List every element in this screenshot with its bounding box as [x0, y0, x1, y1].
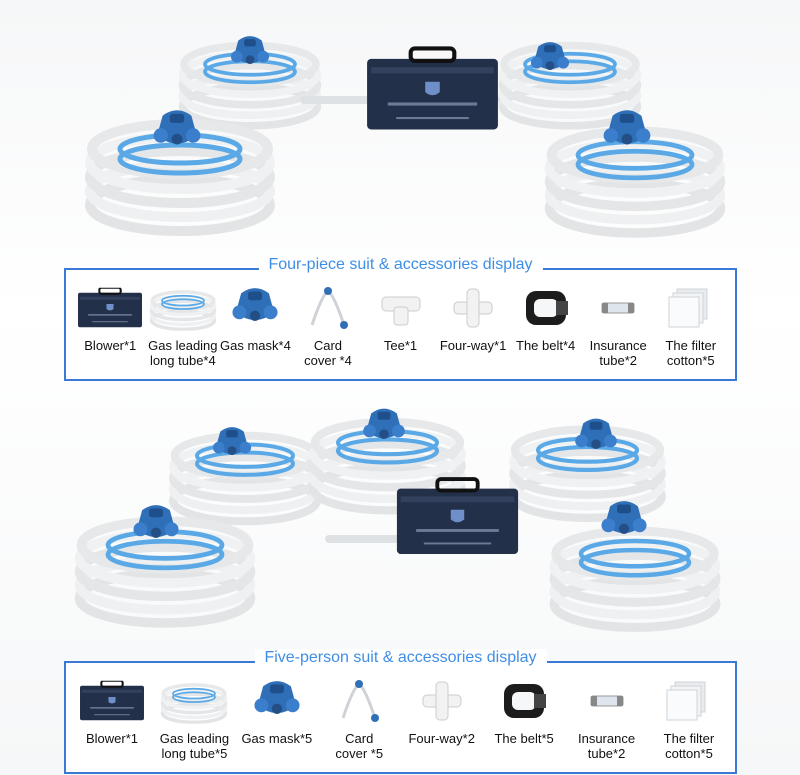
accessory-item: Insurance tube*2: [582, 282, 655, 368]
accessory-label: The belt*5: [494, 731, 554, 746]
gas-mask-icon: [219, 282, 291, 334]
accessory-item: Four-way*1: [437, 282, 510, 368]
accessory-item: Blower*1: [74, 282, 147, 368]
accessory-label: The filter cotton*5: [665, 338, 717, 368]
accessory-label: Blower*1: [84, 338, 137, 353]
accessory-label: Gas mask*5: [241, 731, 313, 746]
accessory-label: Card cover *4: [304, 338, 352, 368]
accessory-item: Tee*1: [364, 282, 437, 368]
accessory-label: Gas leading long tube*5: [159, 731, 230, 761]
fuse-icon: [582, 282, 654, 334]
accessory-label: Gas leading long tube*4: [148, 338, 218, 368]
four-piece-product-photo: [0, 0, 800, 250]
accessory-item: The filter cotton*5: [655, 282, 728, 368]
accessory-item: The filter cotton*5: [651, 675, 727, 761]
gas-mask-icon: [241, 675, 313, 727]
filter-cotton-icon: [655, 282, 727, 334]
accessory-item: The belt*4: [509, 282, 582, 368]
panel-title: Four-piece suit & accessories display: [258, 256, 543, 274]
four-way-connector-icon: [406, 675, 478, 727]
accessory-item: Card cover *5: [321, 675, 397, 761]
accessory-label: Card cover *5: [335, 731, 384, 761]
accessory-label: Blower*1: [85, 731, 139, 746]
card-cover-icon: [323, 675, 395, 727]
accessory-item: Card cover *4: [292, 282, 365, 368]
accessory-item: Gas leading long tube*5: [156, 675, 232, 761]
coiled-tube-icon: [147, 282, 219, 334]
blower-icon: [74, 282, 146, 334]
tee-connector-icon: [365, 282, 437, 334]
accessory-label: Tee*1: [383, 338, 418, 353]
accessory-item: Four-way*2: [404, 675, 480, 761]
accessory-label: The belt*4: [516, 338, 576, 353]
accessory-label: Insurance tube*2: [589, 338, 647, 368]
filter-cotton-icon: [653, 675, 725, 727]
coiled-tube-icon: [158, 675, 230, 727]
four-piece-accessories-panel: Four-piece suit & accessories display Bl…: [64, 256, 737, 381]
accessory-item: Gas mask*4: [219, 282, 292, 368]
accessory-label: Four-way*1: [439, 338, 507, 353]
accessory-item: The belt*5: [486, 675, 562, 761]
five-person-accessories-panel: Five-person suit & accessories display B…: [64, 649, 737, 774]
accessory-label: The filter cotton*5: [663, 731, 715, 761]
accessory-label: Gas mask*4: [220, 338, 291, 353]
accessory-item: Gas mask*5: [239, 675, 315, 761]
accessory-label: Insurance tube*2: [577, 731, 636, 761]
accessory-item: Gas leading long tube*4: [147, 282, 220, 368]
accessory-label: Four-way*2: [408, 731, 475, 746]
accessory-item: Blower*1: [74, 675, 150, 761]
belt-icon: [488, 675, 560, 727]
panel-title: Five-person suit & accessories display: [254, 649, 547, 667]
blower-icon: [76, 675, 148, 727]
card-cover-icon: [292, 282, 364, 334]
four-way-connector-icon: [437, 282, 509, 334]
fuse-icon: [571, 675, 643, 727]
accessory-item: Insurance tube*2: [569, 675, 645, 761]
five-person-product-photo: [0, 395, 800, 645]
belt-icon: [510, 282, 582, 334]
